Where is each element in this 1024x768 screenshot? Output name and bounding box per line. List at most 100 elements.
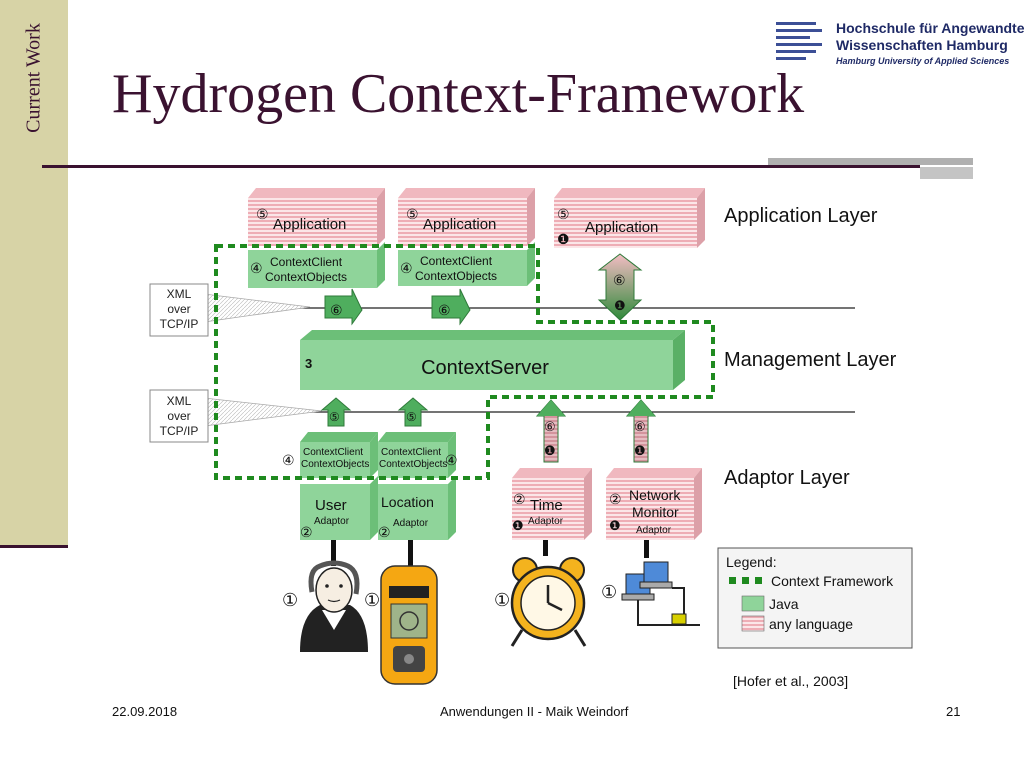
stem-time: [543, 540, 548, 556]
slide-title: Hydrogen Context-Framework: [112, 63, 805, 125]
adaptor-box-location: Location Adaptor ②: [378, 476, 456, 540]
marker-six: ⑥: [613, 272, 626, 288]
legend-java-label: Java: [769, 596, 799, 612]
user-portrait-icon: [300, 560, 368, 652]
adaptor-box-time: ② Time Adaptor ❶: [512, 468, 592, 540]
marker-black-one: ❶: [544, 443, 556, 458]
adaptor-sub-label: Adaptor: [636, 525, 672, 536]
sidebar-divider: [0, 545, 68, 548]
marker-five: ⑤: [406, 206, 419, 222]
logo-line-2: Wissenschaften Hamburg: [836, 37, 1008, 53]
marker-one: ①: [494, 590, 510, 610]
title-rule-accent-small: [920, 167, 973, 179]
marker-one: ①: [601, 582, 617, 602]
marker-four: ④: [445, 452, 458, 468]
adaptor-sub-label: Adaptor: [314, 516, 350, 527]
server-number: 3: [305, 356, 312, 371]
xml-label-line: XML: [167, 287, 192, 301]
adaptor-network-label: Network: [629, 487, 681, 503]
context-client-label: ContextClient: [381, 447, 441, 458]
xml-label-line: TCP/IP: [160, 424, 199, 438]
title-rule: [42, 165, 920, 168]
legend-title: Legend:: [726, 554, 777, 570]
marker-four: ④: [282, 452, 295, 468]
adaptor-sub-label: Adaptor: [528, 516, 564, 527]
adaptor-layer-label: Adaptor Layer: [724, 467, 850, 489]
application-box-3: ⑤ ❶ Application: [554, 188, 705, 248]
marker-black-one: ❶: [512, 518, 524, 533]
arrow-six-upper-2: ⑥: [431, 288, 471, 326]
arrow-six-network: ⑥ ❶: [625, 399, 657, 463]
legend-dash: [742, 577, 749, 584]
adaptor-box-user: User Adaptor ②: [300, 476, 378, 540]
legend-framework-label: Context Framework: [771, 573, 894, 589]
xml-label-line: over: [167, 409, 190, 423]
management-layer-label: Management Layer: [724, 349, 897, 371]
marker-one: ①: [364, 590, 380, 610]
context-client-box-1: ④ ContextClient ContextObjects: [248, 242, 385, 288]
title-rule-accent: [768, 158, 973, 165]
haw-logo-icon: [776, 22, 822, 66]
adaptor-monitor-label: Monitor: [632, 504, 679, 520]
citation: [Hofer et al., 2003]: [733, 673, 848, 689]
marker-six: ⑥: [330, 302, 343, 318]
arrow-six-time: ⑥ ❶: [535, 399, 567, 463]
marker-five: ⑤: [329, 410, 340, 424]
application-label: Application: [585, 219, 658, 236]
application-box-2: ⑤ Application: [398, 188, 535, 246]
marker-four: ④: [250, 260, 263, 276]
marker-black-one: ❶: [557, 231, 570, 247]
context-objects-label: ContextObjects: [265, 270, 347, 284]
xml-label-line: TCP/IP: [160, 317, 199, 331]
legend-dash: [729, 577, 736, 584]
marker-two: ②: [609, 491, 622, 507]
legend-dash: [755, 577, 762, 584]
context-objects-label: ContextObjects: [301, 459, 369, 470]
context-server-label: ContextServer: [421, 357, 549, 379]
legend-any-swatch: [741, 615, 765, 632]
context-objects-label: ContextObjects: [379, 459, 447, 470]
marker-five: ⑤: [557, 206, 570, 222]
arrow-six-upper-1: ⑥: [324, 288, 363, 326]
context-framework-boundary: [214, 244, 715, 480]
xml-callout-upper: XML over TCP/IP: [149, 283, 311, 337]
logo-line-1: Hochschule für Angewandte: [836, 20, 1024, 36]
sidebar-band: [0, 0, 68, 548]
context-client-box-2: ④ ContextClient ContextObjects: [398, 242, 535, 286]
context-client-box-location: ④ ContextClient ContextObjects: [378, 432, 458, 478]
adaptor-time-label: Time: [530, 497, 563, 514]
logo-line-3: Hamburg University of Applied Sciences: [836, 56, 1010, 66]
arrow-bidirectional-app3: ⑥ ❶: [597, 253, 643, 321]
marker-black-one: ❶: [614, 298, 626, 313]
legend-java-swatch: [741, 595, 765, 612]
context-client-label: ContextClient: [270, 255, 343, 269]
context-server-box: 3 ContextServer: [300, 330, 685, 390]
alarm-clock-icon: [510, 557, 587, 647]
marker-two: ②: [300, 524, 313, 540]
gps-device-icon: [380, 565, 438, 685]
context-client-label: ContextClient: [303, 447, 363, 458]
footer-date: 22.09.2018: [112, 704, 178, 719]
marker-four: ④: [400, 260, 413, 276]
legend-any-label: any language: [769, 616, 853, 632]
marker-black-one: ❶: [634, 443, 646, 458]
stem-network: [644, 540, 649, 558]
marker-black-one: ❶: [609, 518, 621, 533]
adaptor-sub-label: Adaptor: [393, 518, 429, 529]
adaptor-user-label: User: [315, 497, 347, 514]
footer-center: Anwendungen II - Maik Weindorf: [440, 704, 629, 719]
application-layer-label: Application Layer: [724, 205, 878, 227]
xml-label-line: over: [167, 302, 190, 316]
marker-two: ②: [513, 491, 526, 507]
adaptor-box-network: ② Network Monitor Adaptor ❶: [606, 468, 702, 540]
legend-box: Legend: Context Framework Java any langu…: [717, 547, 913, 649]
marker-five: ⑤: [256, 206, 269, 222]
marker-two: ②: [378, 524, 391, 540]
marker-six: ⑥: [544, 419, 556, 434]
context-client-box-user: ④ ContextClient ContextObjects: [282, 432, 378, 478]
xml-callout-lower: XML over TCP/IP: [149, 389, 323, 443]
adaptor-location-label: Location: [381, 494, 434, 510]
marker-one: ①: [282, 590, 298, 610]
application-label: Application: [273, 216, 346, 233]
